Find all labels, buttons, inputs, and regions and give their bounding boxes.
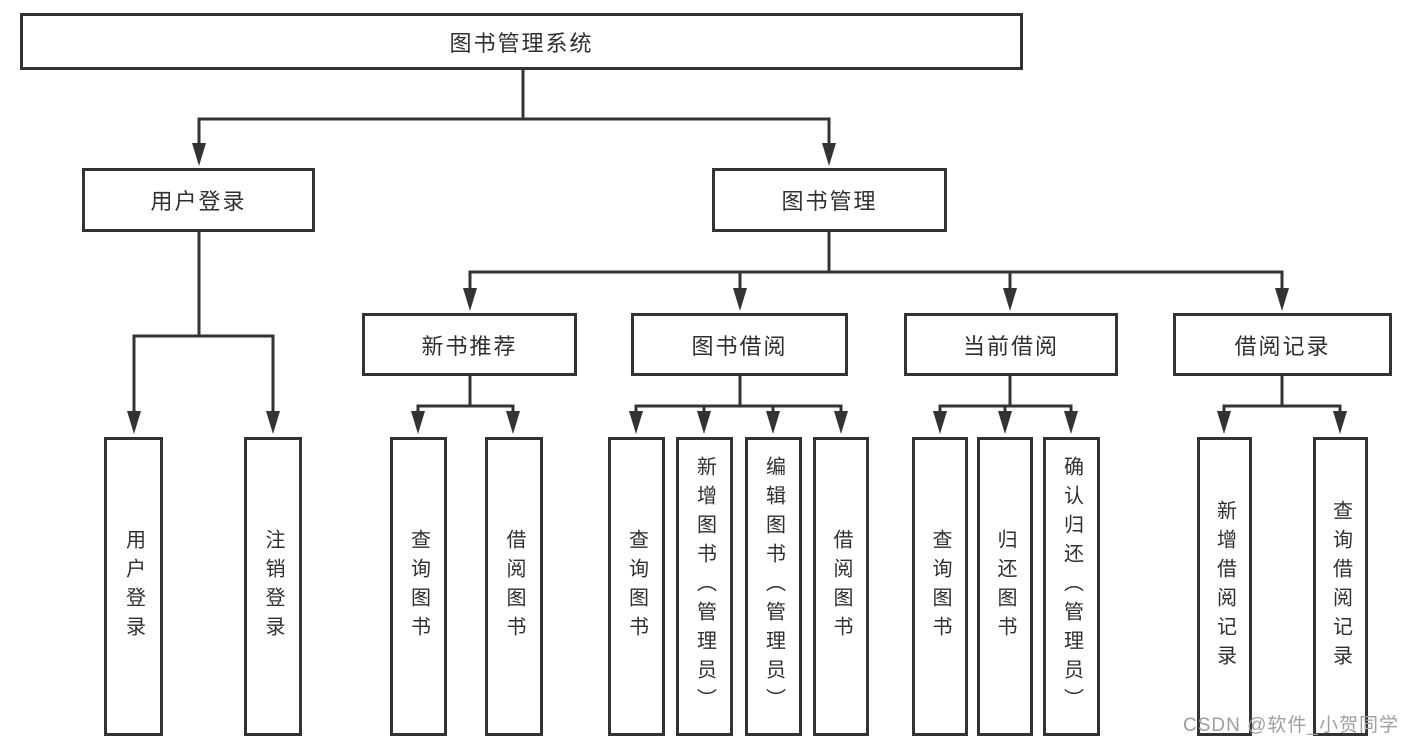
leaf-current-query-books: 查询图书 [912, 437, 968, 736]
edge-borrow-records-to-leaves [1222, 376, 1342, 414]
leaf-borrow-borrow-books-label: 借阅图书 [830, 528, 852, 645]
leaf-rec-query-books: 查询图书 [390, 437, 447, 736]
edge-new-book-rec-to-leaves [416, 376, 515, 414]
leaf-current-return-books-label: 归还图书 [994, 528, 1016, 645]
edge-book-borrow-to-leaves [634, 376, 843, 414]
leaf-logout: 注销登录 [244, 437, 302, 736]
csdn-watermark: CSDN @软件_小贺同学 [1183, 715, 1399, 736]
edge-current-borrow-to-leaves [938, 376, 1073, 414]
node-book-borrow: 图书借阅 [631, 313, 848, 376]
leaf-borrow-query-books-label: 查询图书 [625, 528, 648, 645]
node-new-book-rec: 新书推荐 [362, 313, 577, 376]
leaf-current-query-books-label: 查询图书 [929, 528, 951, 645]
node-current-borrow-label: 当前借阅 [962, 333, 1059, 359]
leaf-current-return-books: 归还图书 [977, 437, 1033, 736]
node-new-book-rec-label: 新书推荐 [421, 333, 518, 359]
leaf-records-add-record: 新增借阅记录 [1197, 437, 1252, 736]
leaf-rec-query-books-label: 查询图书 [407, 528, 430, 645]
leaf-rec-borrow-books-label: 借阅图书 [503, 528, 525, 645]
leaf-borrow-edit-books-label: 编辑图书（管理员） [762, 456, 785, 717]
arrowheads [127, 143, 1347, 434]
leaf-records-query-record: 查询借阅记录 [1313, 437, 1368, 736]
node-book-mgmt-label: 图书管理 [781, 189, 878, 214]
node-book-borrow-label: 图书借阅 [691, 333, 788, 359]
leaf-records-add-record-label: 新增借阅记录 [1213, 499, 1236, 674]
leaf-current-confirm-return-label: 确认归还（管理员） [1060, 456, 1083, 717]
node-root-system: 图书管理系统 [20, 13, 1023, 70]
leaf-borrow-edit-books: 编辑图书（管理员） [745, 437, 802, 736]
node-root-system-label: 图书管理系统 [449, 30, 594, 56]
edge-book-mgmt-to-level3 [468, 232, 1284, 291]
leaf-user-login: 用户登录 [104, 437, 163, 736]
edge-root-to-level2 [197, 70, 831, 146]
node-borrow-records: 借阅记录 [1173, 313, 1392, 376]
node-user-login-label: 用户登录 [150, 189, 247, 214]
leaf-borrow-add-books: 新增图书（管理员） [676, 437, 733, 736]
node-borrow-records-label: 借阅记录 [1234, 333, 1331, 359]
leaf-borrow-add-books-label: 新增图书（管理员） [693, 456, 716, 717]
edge-user-login-to-leaves [132, 232, 275, 414]
node-user-login: 用户登录 [82, 168, 315, 232]
leaf-rec-borrow-books: 借阅图书 [485, 437, 543, 736]
leaf-user-login-label: 用户登录 [122, 528, 145, 645]
node-book-mgmt: 图书管理 [712, 168, 947, 232]
node-current-borrow: 当前借阅 [904, 313, 1118, 376]
leaf-current-confirm-return: 确认归还（管理员） [1043, 437, 1100, 736]
leaf-borrow-borrow-books: 借阅图书 [813, 437, 869, 736]
leaf-records-query-record-label: 查询借阅记录 [1329, 499, 1352, 674]
leaf-borrow-query-books: 查询图书 [608, 437, 665, 736]
leaf-logout-label: 注销登录 [262, 528, 284, 645]
